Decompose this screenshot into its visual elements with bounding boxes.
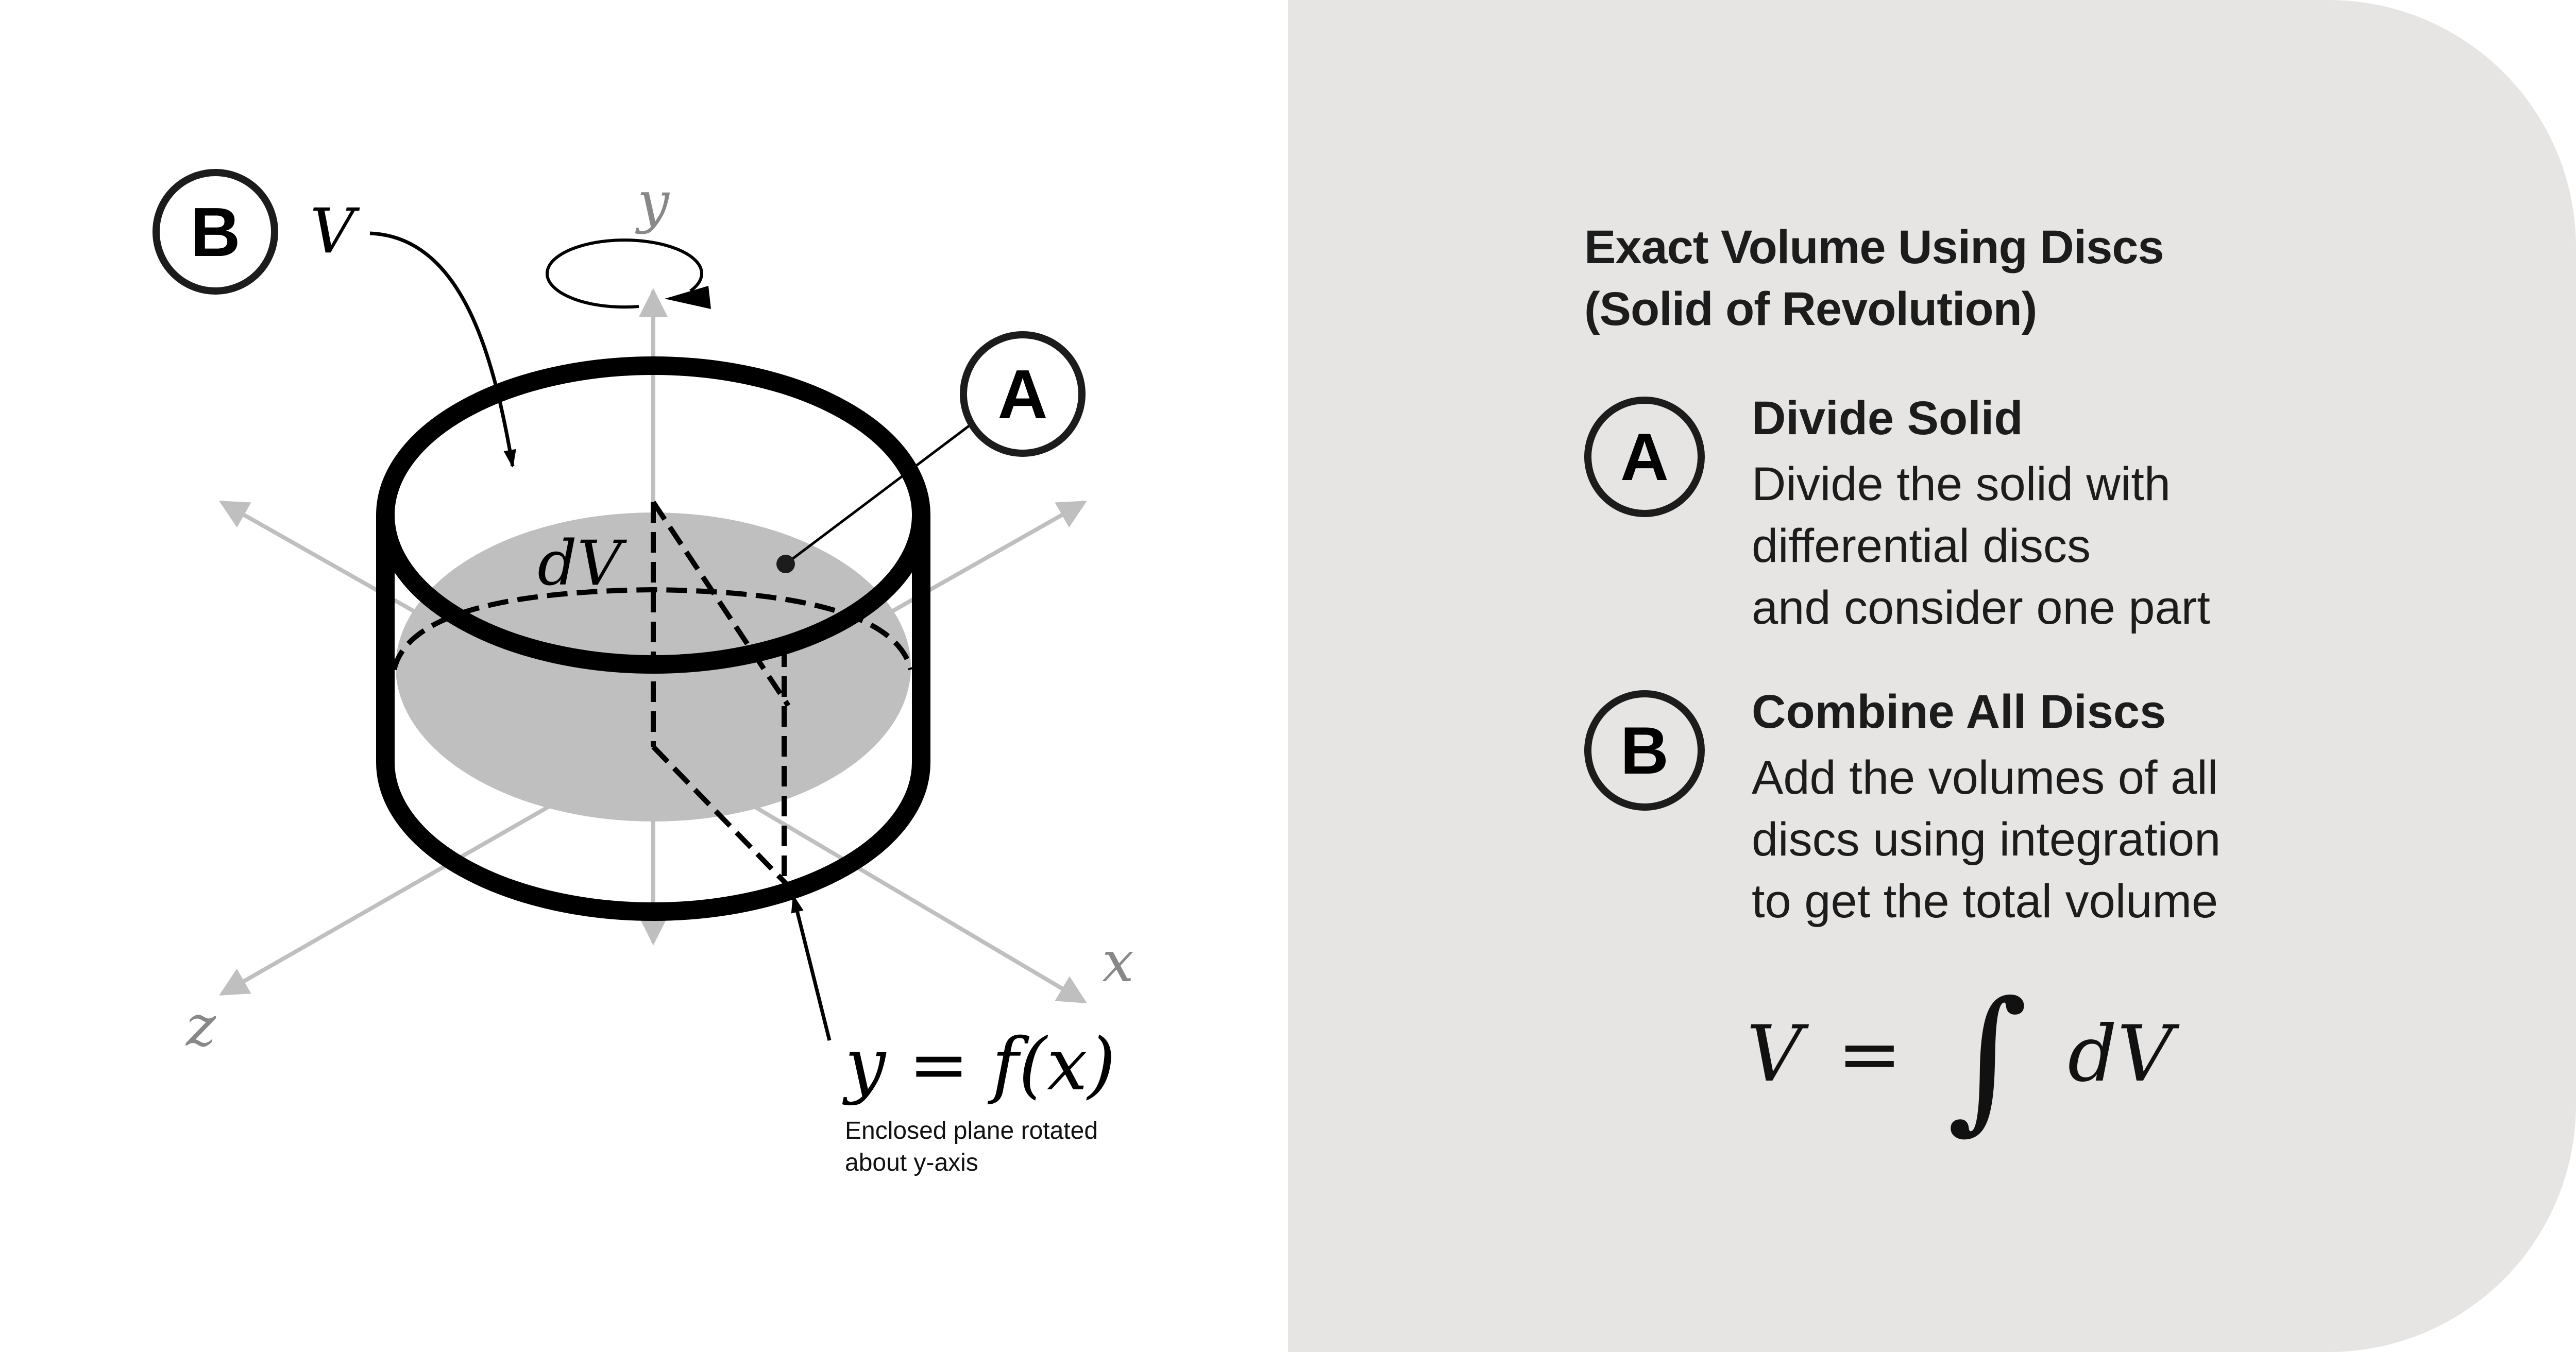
axis-label-z: z [185, 993, 216, 1059]
coordinate-axes [219, 288, 1087, 1004]
panel-title: Exact Volume Using Discs (Solid of Revol… [1584, 216, 2164, 340]
total-volume-label: V [310, 196, 360, 267]
explanation-panel: Exact Volume Using Discs (Solid of Revol… [1288, 0, 2576, 1352]
badge-a-callout: A [776, 331, 1086, 573]
disc-volume-label: dV [537, 528, 627, 600]
cylinder [376, 356, 930, 921]
construction-lines [392, 501, 913, 888]
step-a-heading: Divide Solid [1752, 392, 2023, 444]
panel-title-line1: Exact Volume Using Discs [1584, 221, 2164, 273]
panel-title-line2: (Solid of Revolution) [1584, 283, 2037, 335]
solid-of-revolution-diagram: y x z dV A B V y = f(x) [152, 169, 1134, 1107]
formula-rhs: dV [2067, 1009, 2173, 1099]
step-a-badge: A [1584, 397, 1705, 517]
step-a-body: Divide the solid with differential discs… [1752, 458, 2210, 634]
badge-b-letter: B [190, 193, 241, 271]
step-b-heading: Combine All Discs [1752, 686, 2166, 738]
rotation-arrow-icon [545, 238, 711, 309]
badge-a-letter: A [997, 355, 1048, 433]
function-label: y = f(x) [842, 1023, 1115, 1107]
volume-integral-formula: V = ∫ dV [1747, 968, 2173, 1148]
function-caption: Enclosed plane rotated about y-axis [845, 1117, 1098, 1176]
step-b-body: Add the volumes of all discs using integ… [1752, 751, 2221, 928]
function-pointer-arrow [791, 894, 832, 1041]
formula-lhs: V [1747, 1009, 1803, 1099]
formula-equals: = [1837, 1009, 1902, 1099]
axis-label-x: x [1102, 929, 1134, 995]
step-b-badge: B [1584, 690, 1705, 811]
integral-sign-icon: ∫ [1947, 968, 2028, 1148]
badge-b-callout: B V [152, 169, 516, 468]
axis-label-y: y [635, 169, 670, 235]
